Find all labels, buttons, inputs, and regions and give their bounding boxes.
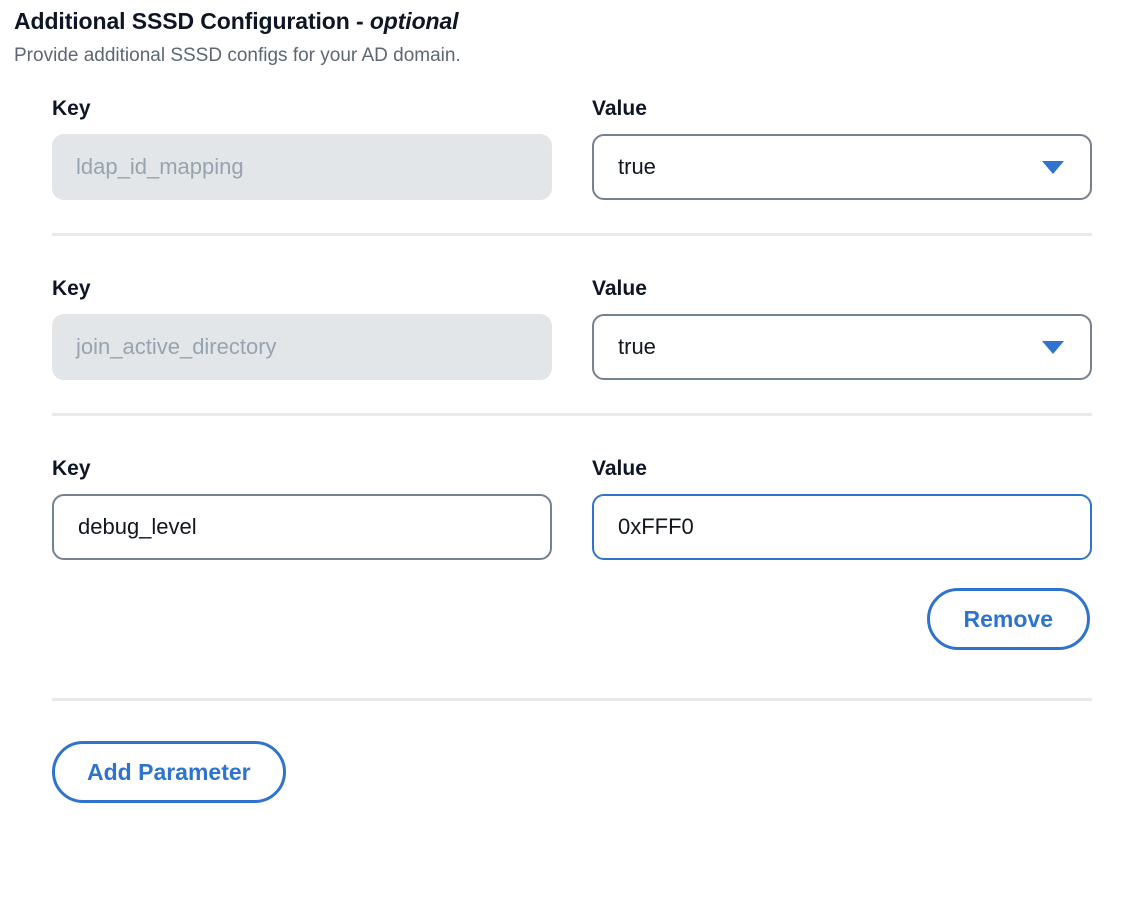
value-label: Value [592,97,647,121]
page-title: Additional SSSD Configuration - optional [14,8,1124,36]
value-input[interactable]: 0xFFF0 [592,494,1092,561]
key-input: join_active_directory [52,314,552,381]
row-divider [52,413,1092,417]
value-select-text: true [618,334,656,360]
add-parameter-area: Add Parameter [0,741,1124,804]
section-header: Additional SSSD Configuration - optional… [0,0,1124,67]
page-title-main: Additional SSSD Configuration - [14,8,370,34]
key-label: Key [52,277,91,301]
value-column: Value 0xFFF0 [592,457,1092,561]
value-column: Value true [592,97,1092,201]
key-column: Key ldap_id_mapping [52,97,552,201]
chevron-down-icon[interactable] [1042,160,1064,174]
key-input[interactable]: debug_level [52,494,552,561]
value-label: Value [592,277,647,301]
key-label: Key [52,457,91,481]
key-column: Key join_active_directory [52,277,552,381]
key-label: Key [52,97,91,121]
value-label: Value [592,457,647,481]
page-title-optional: optional [369,8,459,34]
value-column: Value true [592,277,1092,381]
key-input: ldap_id_mapping [52,134,552,201]
remove-button[interactable]: Remove [926,588,1090,651]
section-divider [52,698,1092,702]
parameter-rows: Key ldap_id_mapping Value true Key join_… [0,97,1124,804]
value-select-text: true [618,154,656,180]
parameter-row: Key join_active_directory Value true [0,277,1124,381]
value-select[interactable]: true [592,134,1092,201]
row-divider [52,233,1092,237]
chevron-down-icon[interactable] [1042,340,1064,354]
add-parameter-button[interactable]: Add Parameter [52,741,286,804]
key-column: Key debug_level [52,457,552,561]
page-subtitle: Provide additional SSSD configs for your… [14,44,461,66]
parameter-row: Key debug_level Value 0xFFF0 [0,457,1124,561]
parameter-row: Key ldap_id_mapping Value true [0,97,1124,201]
row-actions: Remove [0,588,1124,651]
value-select[interactable]: true [592,314,1092,381]
